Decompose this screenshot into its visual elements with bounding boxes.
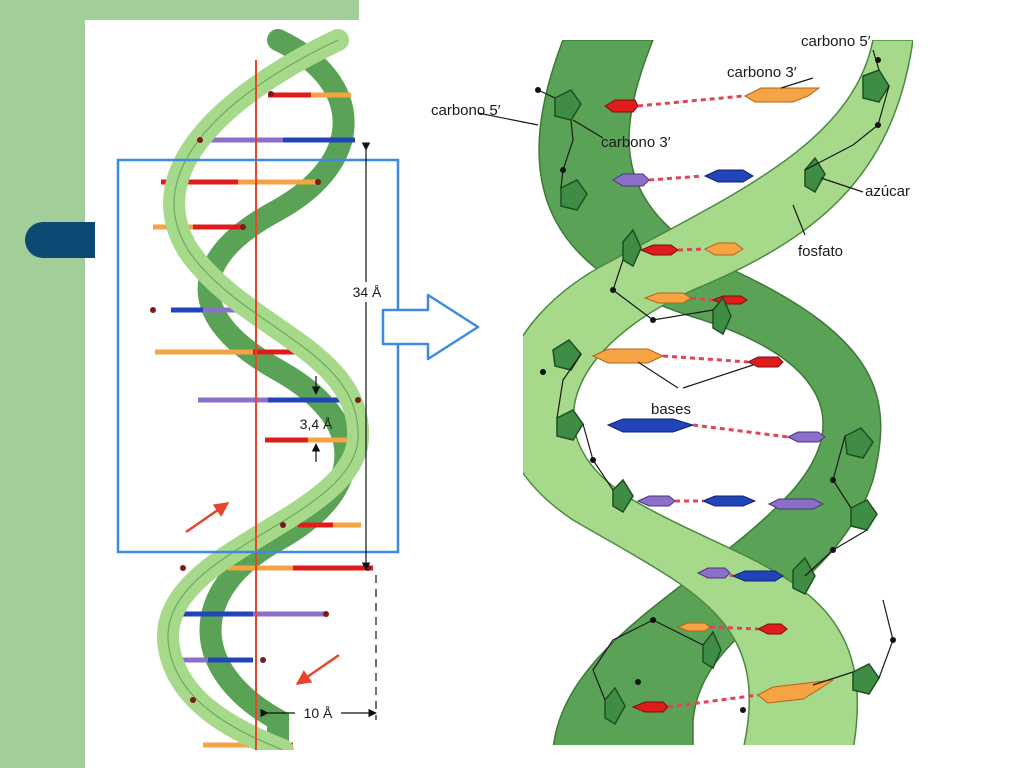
callout-leaders <box>477 49 880 389</box>
zoom-frame <box>116 158 400 554</box>
detail-front-ribbon <box>523 40 913 745</box>
label-carbono-5-left: carbono 5′ <box>431 102 501 119</box>
label-carbono-3-top: carbono 3′ <box>727 64 797 81</box>
left-decorative-band <box>0 0 85 768</box>
left-helix-panel: 34 Å 3,4 Å 10 Å <box>116 29 400 750</box>
base-pair <box>639 242 744 256</box>
base-pair <box>676 622 788 635</box>
zoom-arrow <box>381 293 480 361</box>
top-decorative-band <box>85 0 359 20</box>
label-carbono-3-left: carbono 3′ <box>601 134 671 151</box>
base-pair <box>612 169 754 187</box>
base-pair <box>636 495 825 510</box>
helix-back-strand <box>197 29 357 750</box>
diameter-label: 10 Å <box>304 705 333 721</box>
base-pair <box>606 418 826 443</box>
detail-base-pairs <box>591 87 834 713</box>
label-azucar: azúcar <box>865 183 910 200</box>
strand-direction-arrow-down <box>295 653 340 686</box>
diameter-dimension: 10 Å <box>260 575 377 721</box>
right-detail-panel: carbono 5′ carbono 3′ carbono 5′ carbono… <box>431 33 913 745</box>
phosphate-nodes <box>535 57 896 713</box>
label-fosfato: fosfato <box>798 243 843 260</box>
label-bases: bases <box>651 401 691 418</box>
dna-double-helix-figure: 34 Å 3,4 Å 10 Å <box>116 29 913 750</box>
rise-label: 3,4 Å <box>300 416 333 432</box>
pitch-dimension: 34 Å <box>347 142 387 571</box>
base-pair <box>604 87 821 113</box>
base-pair <box>631 679 834 713</box>
base-pair <box>696 567 784 582</box>
rise-dimension: 3,4 Å <box>300 376 333 462</box>
base-pair <box>591 348 784 368</box>
label-carbono-5-top: carbono 5′ <box>801 33 871 50</box>
strand-direction-arrow-up <box>185 501 230 534</box>
backbone-lines <box>537 85 894 701</box>
helix-front-outline <box>167 39 359 750</box>
pitch-label: 34 Å <box>353 284 382 300</box>
side-tab-accent <box>25 222 95 258</box>
